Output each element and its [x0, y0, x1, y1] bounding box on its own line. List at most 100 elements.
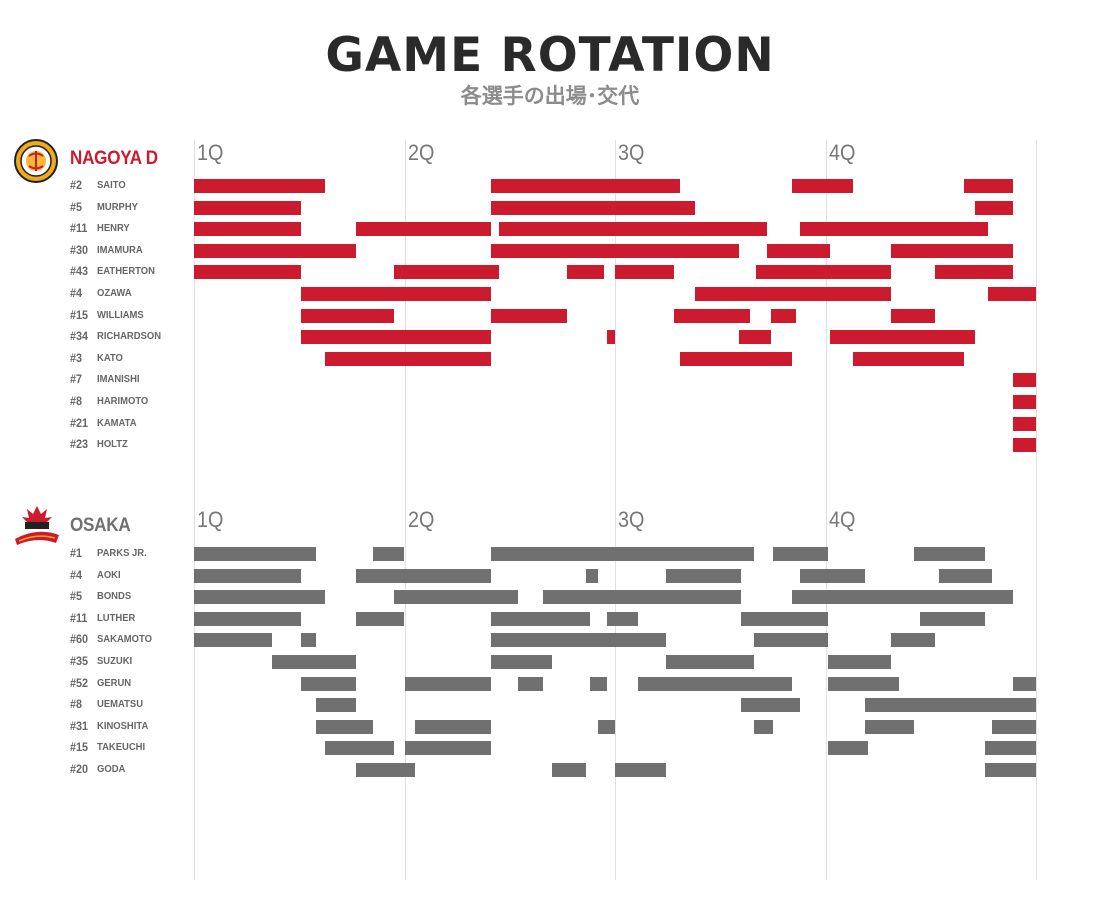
stint-bar: [827, 655, 891, 669]
player-number: #11: [70, 221, 88, 236]
quarter-label: 2Q: [408, 507, 435, 532]
stint-bar: [1012, 416, 1036, 431]
stint-bar: [615, 763, 666, 777]
stint-bar: [490, 200, 695, 215]
player-number: #20: [70, 762, 89, 776]
stint-bar: [415, 719, 491, 734]
quarter-gridline: [615, 140, 616, 880]
player-number: #8: [70, 697, 83, 712]
stint-bar: [551, 763, 586, 777]
player-name: MURPHY: [97, 200, 138, 213]
stint-bar: [585, 568, 599, 583]
player-name: SAKAMOTO: [97, 633, 152, 646]
stint-bar: [194, 265, 302, 280]
player-name: HOLTZ: [97, 438, 128, 451]
player-number: #4: [70, 286, 83, 300]
player-name: IMAMURA: [97, 243, 143, 256]
stint-bar: [316, 698, 357, 713]
stint-bar: [974, 200, 1013, 215]
player-number: #23: [70, 437, 89, 452]
stint-bar: [890, 243, 1013, 258]
player-name: LUTHER: [97, 611, 136, 624]
team-name: NAGOYA D: [70, 148, 158, 169]
stint-bar: [301, 633, 317, 648]
stint-bar: [194, 179, 325, 193]
player-name: KINOSHITA: [97, 719, 149, 732]
stint-bar: [324, 741, 394, 756]
player-number: #31: [70, 718, 89, 733]
stint-bar: [638, 676, 792, 691]
player-number: #4: [70, 567, 83, 582]
stint-bar: [985, 763, 1036, 777]
stint-bar: [301, 308, 394, 323]
quarter-gridline: [405, 140, 406, 880]
stint-bar: [324, 351, 491, 366]
player-number: #3: [70, 350, 83, 365]
stint-bar: [766, 243, 830, 258]
player-number: #7: [70, 372, 83, 387]
player-number: #15: [70, 740, 89, 755]
stint-bar: [598, 719, 615, 734]
stint-bar: [987, 287, 1036, 301]
stint-bar: [194, 590, 325, 605]
stint-bar: [1012, 373, 1036, 388]
stint-bar: [404, 676, 491, 691]
stint-bar: [939, 568, 992, 583]
stint-bar: [890, 633, 935, 648]
quarter-gridline: [1036, 140, 1037, 880]
stint-bar: [372, 547, 405, 561]
stint-bar: [665, 655, 754, 669]
player-number: #21: [70, 415, 89, 430]
stint-bar: [490, 308, 567, 323]
player-number: #5: [70, 199, 83, 214]
player-number: #60: [70, 632, 89, 647]
stint-bar: [800, 568, 866, 583]
player-number: #11: [70, 610, 88, 625]
stint-bar: [194, 547, 317, 561]
quarter-label: 1Q: [197, 140, 224, 165]
stint-bar: [753, 633, 828, 648]
stint-bar: [606, 611, 639, 626]
osaka-logo: [15, 506, 59, 545]
team-name: OSAKA: [70, 515, 131, 536]
stint-bar: [194, 568, 302, 583]
stint-bar: [566, 265, 605, 280]
nagoya-logo: [14, 139, 58, 183]
stint-bar: [770, 308, 797, 323]
stint-bar: [829, 330, 975, 345]
player-name: GERUN: [97, 676, 132, 689]
player-number: #1: [70, 546, 83, 560]
stint-bar: [356, 222, 491, 237]
stint-bar: [393, 590, 519, 605]
stint-bar: [499, 222, 767, 237]
stint-bar: [543, 590, 742, 605]
stint-bar: [404, 741, 491, 756]
quarter-gridline: [826, 140, 827, 880]
stint-bar: [194, 200, 302, 215]
player-name: WILLIAMS: [97, 308, 144, 321]
player-name: HARIMOTO: [97, 395, 149, 407]
quarter-gridline: [194, 140, 195, 880]
stint-bar: [194, 633, 272, 648]
stint-bar: [772, 547, 828, 561]
player-name: OZAWA: [97, 287, 132, 299]
player-name: UEMATSU: [97, 698, 144, 711]
stint-bar: [356, 763, 416, 777]
quarter-label: 3Q: [618, 507, 645, 532]
player-number: #30: [70, 242, 89, 257]
player-name: PARKS JR.: [97, 547, 147, 559]
quarter-label: 3Q: [618, 140, 645, 165]
stint-bar: [356, 568, 491, 583]
quarter-label: 2Q: [408, 140, 435, 165]
stint-bar: [1012, 395, 1036, 409]
player-name: KATO: [97, 351, 123, 364]
stint-bar: [791, 590, 1013, 605]
stint-bar: [490, 655, 552, 669]
stint-bar: [827, 741, 868, 756]
stint-bar: [827, 676, 900, 691]
stint-bar: [934, 265, 1013, 280]
stint-bar: [490, 633, 666, 648]
quarter-label: 4Q: [829, 140, 856, 165]
quarter-label: 1Q: [197, 507, 224, 532]
player-number: #34: [70, 329, 89, 344]
